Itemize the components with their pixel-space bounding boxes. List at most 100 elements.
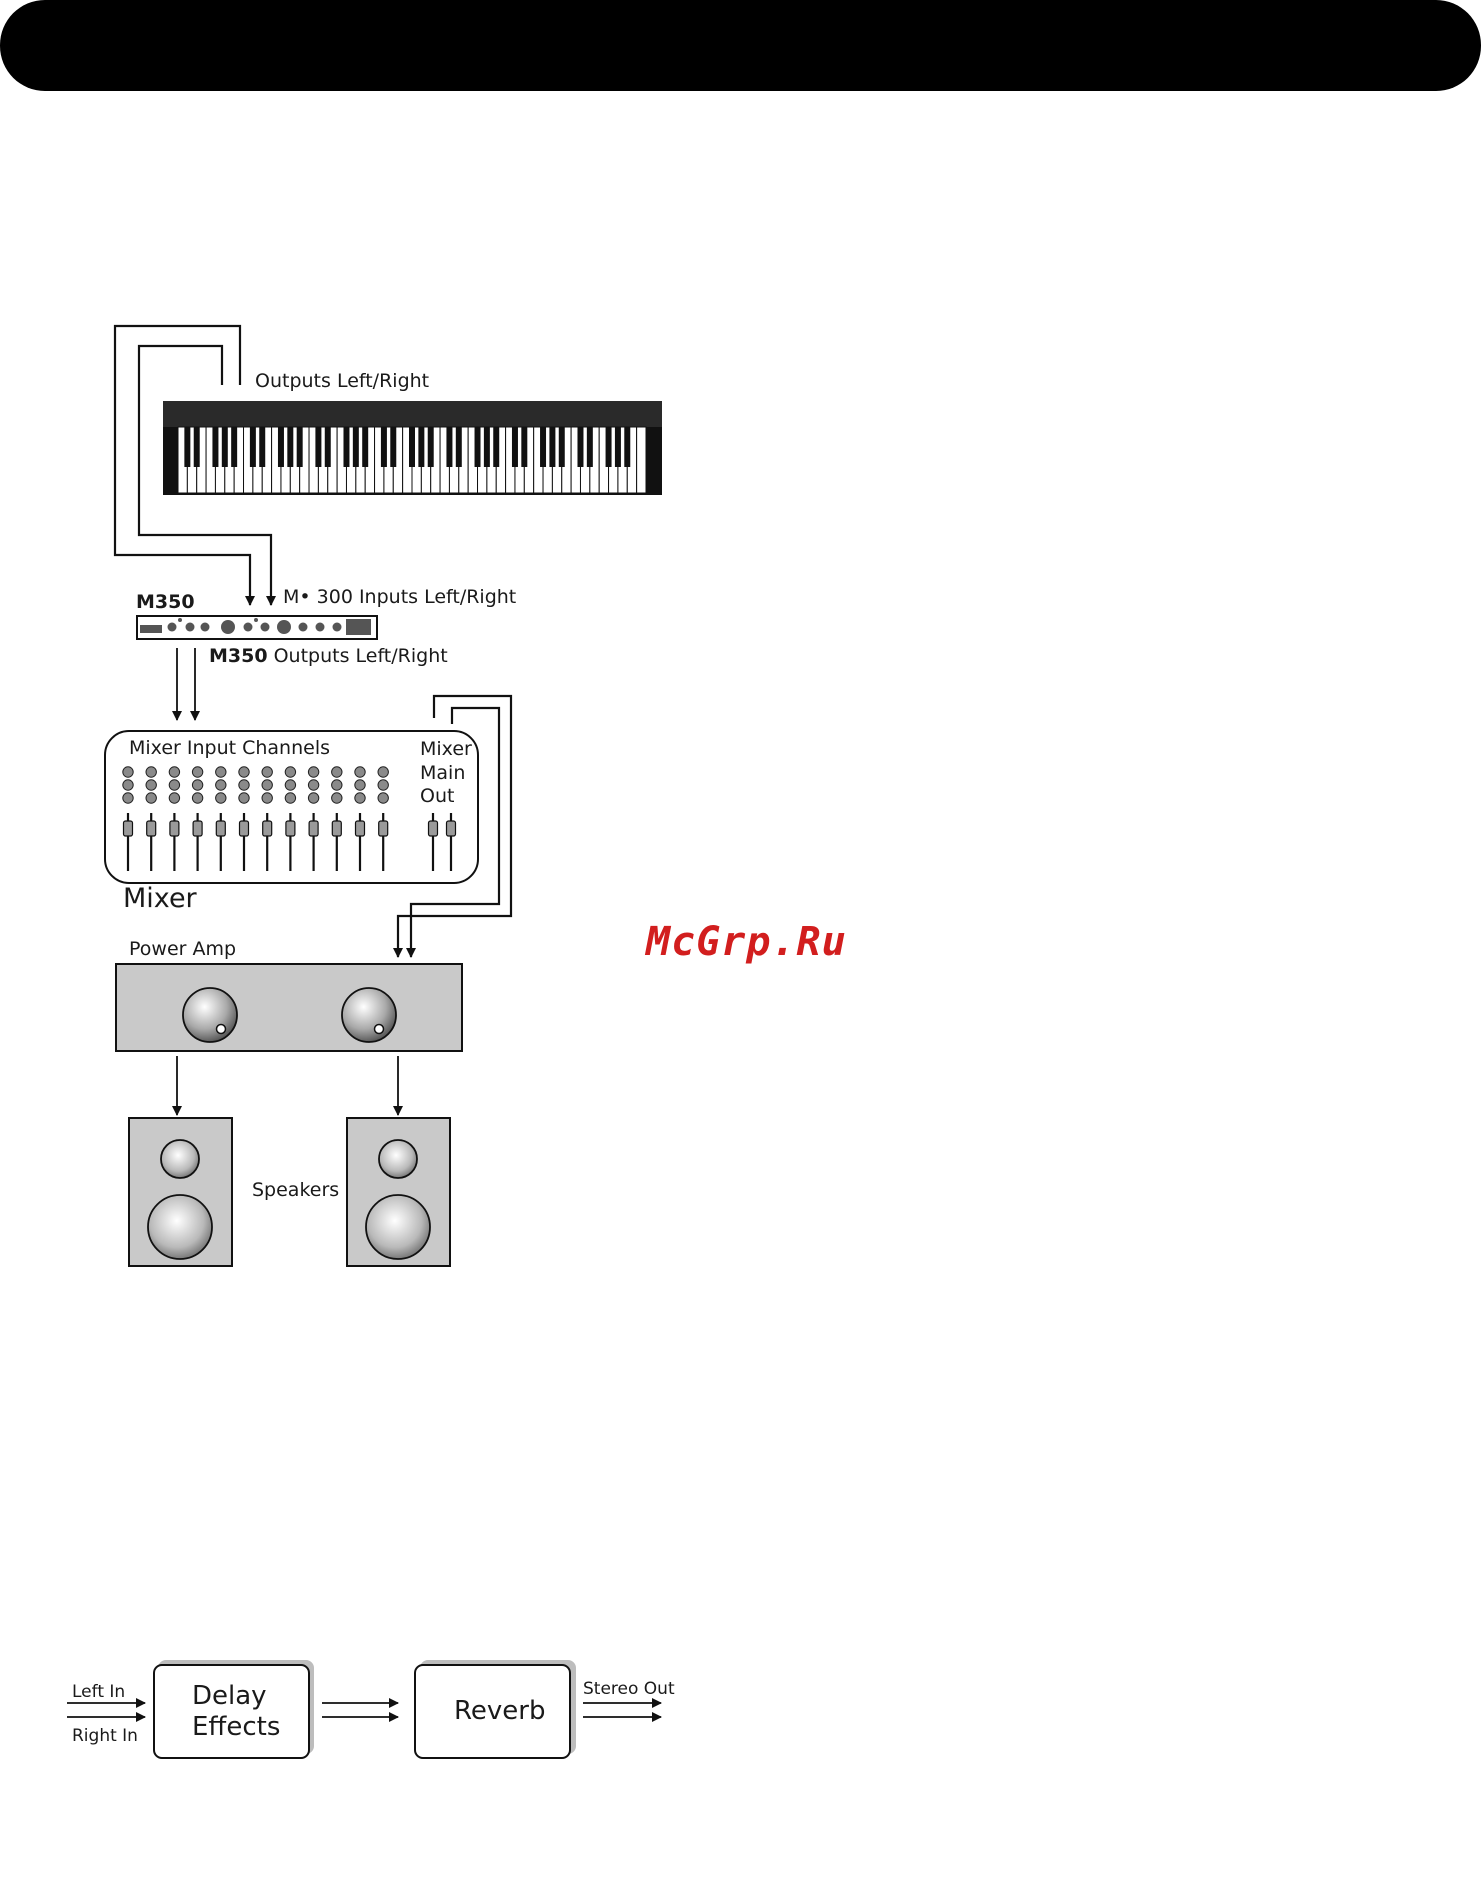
main-fader-cap[interactable] — [447, 821, 456, 836]
right-in-label: Right In — [72, 1726, 138, 1746]
channel-knob[interactable] — [378, 780, 388, 790]
black-key — [297, 427, 303, 467]
fader-cap[interactable] — [193, 821, 202, 836]
power-amp-panel — [116, 964, 462, 1051]
channel-knob[interactable] — [285, 780, 295, 790]
fader-cap[interactable] — [263, 821, 272, 836]
left-speaker — [129, 1118, 232, 1266]
channel-knob[interactable] — [355, 780, 365, 790]
right-speaker — [347, 1118, 450, 1266]
black-key — [315, 427, 321, 467]
channel-knob[interactable] — [192, 767, 202, 777]
black-key — [493, 427, 499, 467]
power-amp-right-knob[interactable] — [342, 988, 396, 1042]
channel-knob[interactable] — [146, 767, 156, 777]
black-key — [428, 427, 434, 467]
power-amp-label: Power Amp — [129, 938, 236, 960]
mixer-label: Mixer — [123, 883, 198, 914]
fader-cap[interactable] — [170, 821, 179, 836]
white-key — [637, 427, 646, 493]
black-key — [184, 427, 190, 467]
fader-cap[interactable] — [356, 821, 365, 836]
channel-knob[interactable] — [192, 780, 202, 790]
reverb-box: Reverb — [415, 1660, 576, 1758]
mixer-input-channels-label: Mixer Input Channels — [129, 737, 330, 759]
main-fader-cap[interactable] — [429, 821, 438, 836]
channel-knob[interactable] — [123, 780, 133, 790]
header-bar — [0, 0, 1481, 91]
stereo-out-label: Stereo Out — [583, 1679, 675, 1699]
channel-knob[interactable] — [262, 780, 272, 790]
speakers-label: Speakers — [252, 1179, 339, 1201]
channel-knob[interactable] — [169, 767, 179, 777]
channel-knob[interactable] — [146, 793, 156, 803]
black-key — [606, 427, 612, 467]
channel-knob[interactable] — [146, 780, 156, 790]
channel-knob[interactable] — [216, 793, 226, 803]
black-key — [222, 427, 228, 467]
fader-cap[interactable] — [240, 821, 249, 836]
black-key — [212, 427, 218, 467]
channel-knob[interactable] — [308, 780, 318, 790]
channel-knob[interactable] — [169, 780, 179, 790]
m350-name: M350 — [136, 591, 195, 613]
channel-knob[interactable] — [332, 767, 342, 777]
black-key — [456, 427, 462, 467]
channel-knob[interactable] — [192, 793, 202, 803]
left-in-label: Left In — [72, 1682, 125, 1702]
channel-knob[interactable] — [216, 780, 226, 790]
black-key — [250, 427, 256, 467]
black-key — [194, 427, 200, 467]
m350-unit — [137, 616, 377, 639]
channel-knob[interactable] — [239, 793, 249, 803]
channel-knob[interactable] — [123, 793, 133, 803]
black-key — [278, 427, 284, 467]
channel-knob[interactable] — [378, 793, 388, 803]
fader-cap[interactable] — [216, 821, 225, 836]
channel-knob[interactable] — [332, 780, 342, 790]
black-key — [362, 427, 368, 467]
channel-knob[interactable] — [308, 793, 318, 803]
black-key — [549, 427, 555, 467]
fader-cap[interactable] — [286, 821, 295, 836]
channel-knob[interactable] — [308, 767, 318, 777]
channel-knob[interactable] — [239, 780, 249, 790]
channel-knob[interactable] — [285, 793, 295, 803]
black-key — [353, 427, 359, 467]
black-key — [615, 427, 621, 467]
channel-knob[interactable] — [355, 793, 365, 803]
fader-cap[interactable] — [124, 821, 133, 836]
black-key — [559, 427, 565, 467]
black-key — [325, 427, 331, 467]
black-key — [381, 427, 387, 467]
fader-cap[interactable] — [147, 821, 156, 836]
m350-inputs-label: M• 300 Inputs Left/Right — [283, 586, 516, 608]
channel-knob[interactable] — [262, 793, 272, 803]
channel-knob[interactable] — [169, 793, 179, 803]
channel-knob[interactable] — [355, 767, 365, 777]
black-key — [521, 427, 527, 467]
black-key — [512, 427, 518, 467]
channel-knob[interactable] — [332, 793, 342, 803]
black-key — [259, 427, 265, 467]
black-key — [587, 427, 593, 467]
black-key — [446, 427, 452, 467]
channel-knob[interactable] — [123, 767, 133, 777]
channel-knob[interactable] — [378, 767, 388, 777]
svg-text:Reverb: Reverb — [454, 1696, 545, 1726]
channel-knob[interactable] — [216, 767, 226, 777]
black-key — [287, 427, 293, 467]
black-key — [577, 427, 583, 467]
fader-cap[interactable] — [309, 821, 318, 836]
watermark: McGrp.Ru — [644, 919, 847, 965]
fader-cap[interactable] — [379, 821, 388, 836]
channel-knob[interactable] — [285, 767, 295, 777]
channel-knob[interactable] — [262, 767, 272, 777]
channel-knob[interactable] — [239, 767, 249, 777]
fader-cap[interactable] — [332, 821, 341, 836]
power-amp-left-knob[interactable] — [183, 988, 237, 1042]
delay-effects-box: DelayEffects — [154, 1660, 314, 1758]
